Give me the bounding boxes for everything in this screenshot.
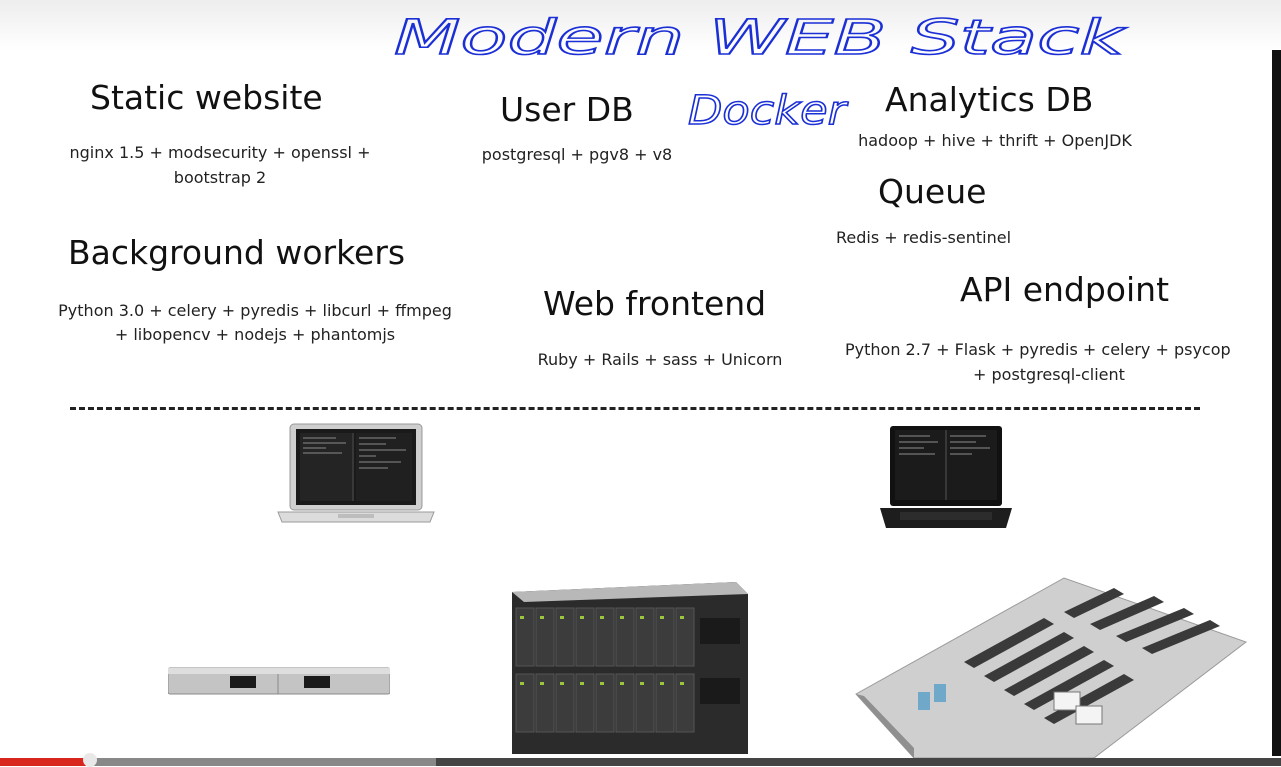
analytics-db-line1: hadoop + hive + thrift + OpenJDK — [858, 131, 1132, 150]
dashed-divider — [70, 407, 1200, 410]
queue-title: Queue — [878, 172, 987, 211]
static-website-line1: nginx 1.5 + modsecurity + openssl + — [69, 143, 371, 162]
blade-chassis-image — [512, 582, 748, 754]
buffered-bar — [0, 758, 436, 766]
user-db-title: User DB — [500, 90, 634, 129]
datacenter-image — [855, 577, 1248, 758]
top-shadow — [0, 0, 1281, 50]
api-endpoint-line1: Python 2.7 + Flask + pyredis + celery + … — [845, 340, 1231, 359]
handwritten-title: Modern WEB Stack — [393, 9, 1128, 67]
handwritten-note-text: Docker — [688, 88, 849, 134]
video-progress-bar[interactable] — [0, 753, 1281, 767]
background-workers-title: Background workers — [68, 233, 406, 272]
queue-line1: Redis + redis-sentinel — [836, 228, 1012, 247]
played-bar — [0, 758, 90, 766]
static-website-line2: bootstrap 2 — [173, 168, 267, 187]
static-website-title: Static website — [90, 78, 323, 117]
api-endpoint-line2: + postgresql-client — [973, 365, 1125, 384]
right-edge — [1272, 50, 1281, 756]
api-endpoint-title: API endpoint — [960, 270, 1170, 309]
web-frontend-title: Web frontend — [543, 284, 767, 323]
web-frontend-line1: Ruby + Rails + sass + Unicorn — [537, 350, 783, 369]
laptop-black-image — [880, 426, 1012, 528]
laptop-silver-image — [277, 423, 435, 523]
handwritten-note: Docker — [687, 87, 849, 135]
handwritten-title-text: Modern WEB Stack — [394, 10, 1128, 66]
analytics-db-title: Analytics DB — [885, 80, 1094, 119]
rack-server-image — [168, 667, 390, 695]
user-db-line1: postgresql + pgv8 + v8 — [481, 145, 673, 164]
background-workers-line2: + libopencv + nodejs + phantomjs — [114, 325, 396, 344]
background-workers-line1: Python 3.0 + celery + pyredis + libcurl … — [58, 301, 452, 320]
scrubber-handle[interactable] — [83, 753, 97, 767]
